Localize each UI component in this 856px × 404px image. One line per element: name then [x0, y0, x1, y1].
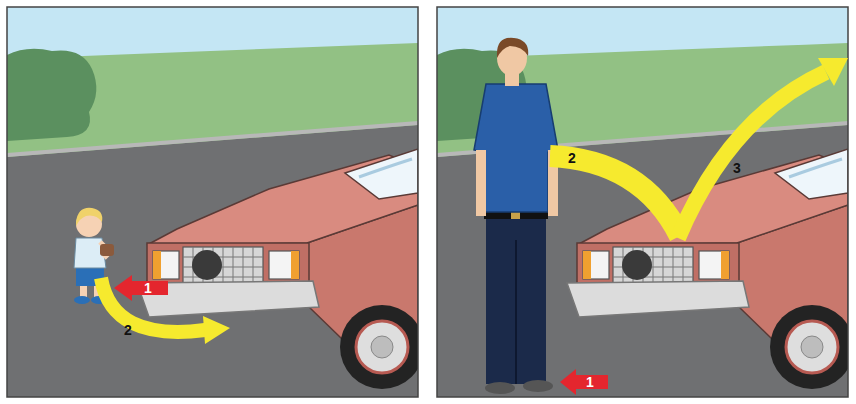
right-panel — [437, 7, 854, 397]
callout-number: 1 — [144, 281, 152, 295]
force-arrow — [550, 58, 848, 395]
force-arrow — [101, 275, 230, 344]
man-figure — [474, 38, 558, 394]
callout-number: 1 — [586, 375, 594, 389]
left-panel — [7, 7, 424, 397]
callout-number: 3 — [733, 161, 741, 175]
callout-number: 2 — [124, 323, 132, 337]
callout-number: 2 — [568, 151, 576, 165]
